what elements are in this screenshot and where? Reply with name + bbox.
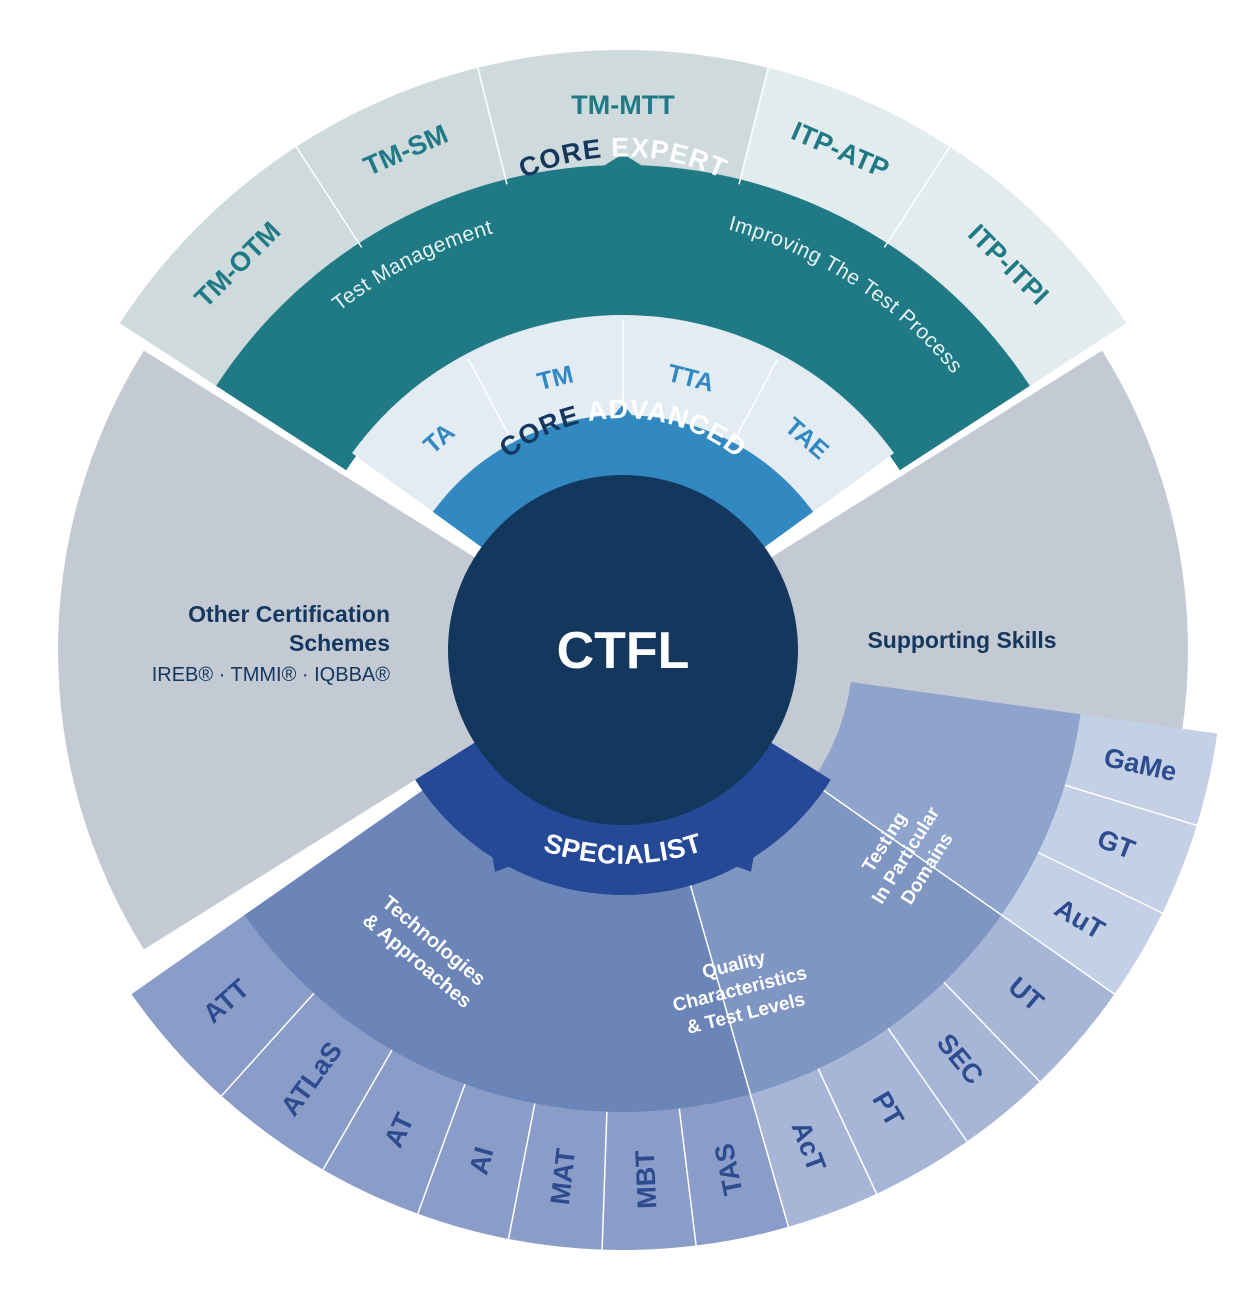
specialist-tech-module-sector (221, 984, 398, 1170)
expert-divider (738, 67, 769, 185)
specialist-domain-module-sector (1053, 712, 1218, 826)
advanced-module-sector (352, 354, 515, 515)
expert-module-sector (884, 146, 1127, 389)
other-schemes-items: IREB® · TMMI® · IQBBA® (152, 664, 391, 686)
expert-module-sector (739, 67, 950, 248)
specialist-divider (322, 1049, 393, 1170)
ctfl-center-circle (448, 475, 798, 825)
specialist-tech-module-sector (323, 1039, 470, 1214)
specialist-divider (601, 1111, 608, 1250)
ctfl-label: CTFL (557, 622, 690, 680)
advanced-notch (614, 404, 632, 416)
specialist-divider (1064, 784, 1198, 827)
advanced-module-sector (465, 314, 623, 447)
specialist-tech-module-sector (602, 1096, 697, 1250)
technologies-group-sector (244, 781, 751, 1112)
domains-group-sector (811, 682, 1081, 915)
advanced-divider (467, 358, 514, 443)
other-schemes-title-line2: Schemes (289, 630, 390, 656)
other-schemes-title-line1: Other Certification (188, 601, 390, 627)
expert-module-sector (296, 67, 507, 248)
specialist-divider (887, 1027, 968, 1142)
specialist-divider (417, 1083, 466, 1215)
specialist-divider (678, 1108, 697, 1246)
specialist-notch (492, 857, 509, 872)
advanced-divider (732, 358, 779, 443)
other-schemes-sector (58, 350, 623, 950)
specialist-divider (220, 992, 315, 1097)
specialist-tech-module-label: MBT (630, 1149, 663, 1209)
specialist-quality-module-sector (881, 973, 1040, 1142)
expert-module-sector (119, 146, 362, 389)
specialist-notch (737, 857, 754, 872)
specialist-tech-module-sector (417, 1072, 538, 1239)
specialist-tech-module-sector (677, 1082, 789, 1246)
specialist-group-divider (823, 789, 1115, 995)
expert-divider (883, 146, 951, 248)
specialist-tech-module-sector (131, 908, 322, 1096)
expert-divider (295, 146, 363, 248)
specialist-divider (507, 1103, 536, 1240)
advanced-module-sector (623, 314, 781, 447)
supporting-skills-title: Supporting Skills (867, 627, 1056, 653)
specialist-tech-module-label: MAT (545, 1146, 581, 1206)
specialist-quality-module-sector (813, 1018, 968, 1194)
expert-module-label: TM-MTT (571, 90, 675, 120)
advanced-module-sector (731, 354, 894, 515)
specialist-divider (943, 981, 1041, 1083)
specialist-domain-module-sector (1027, 781, 1197, 913)
specialist-divider (817, 1068, 878, 1195)
expert-notch (604, 154, 642, 166)
specialist-quality-module-sector (747, 1057, 877, 1227)
specialist-group-divider (689, 885, 790, 1228)
specialist-tech-module-sector (508, 1091, 608, 1250)
specialist-divider (1037, 851, 1163, 914)
specialist-quality-module-sector (935, 908, 1115, 1082)
expert-divider (477, 67, 508, 185)
expert-module-sector (477, 49, 769, 185)
specialist-domain-module-sector (991, 847, 1163, 995)
